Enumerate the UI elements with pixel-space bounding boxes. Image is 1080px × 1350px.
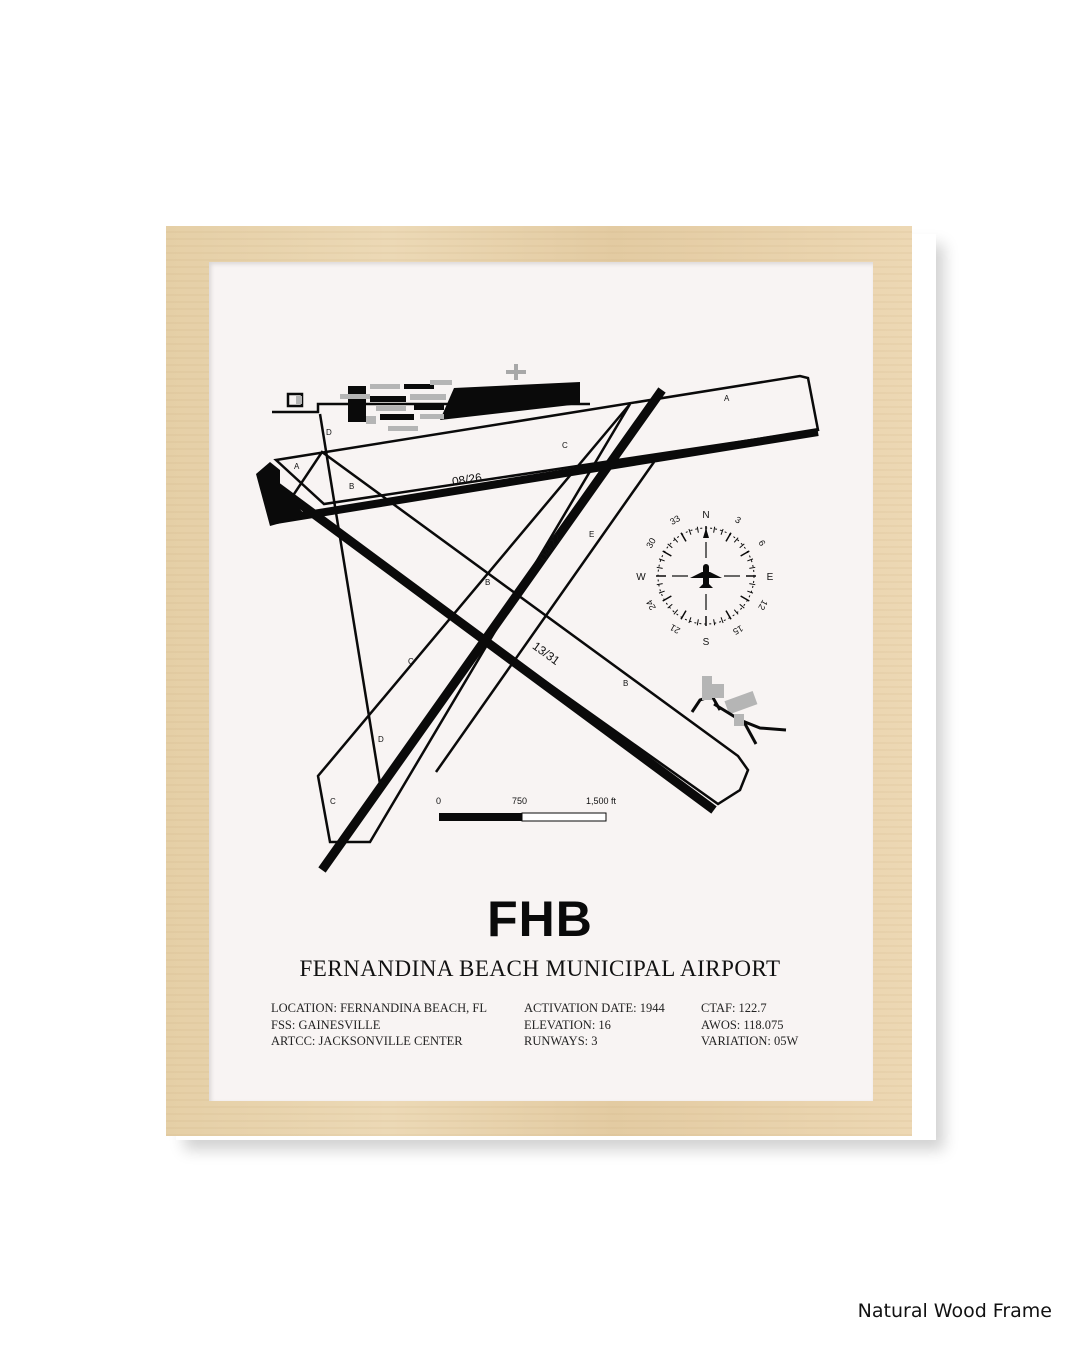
compass-rose <box>656 526 756 626</box>
airport-code: FHB <box>487 891 593 947</box>
taxiway-d <box>318 413 382 785</box>
north-arrow-icon <box>703 528 709 538</box>
info-fss: FSS: GAINESVILLE <box>271 1017 381 1032</box>
taxiway-label-d: D <box>326 428 332 437</box>
compass-tick <box>749 583 756 586</box>
west-apron-block <box>256 462 306 526</box>
taxiway-label-b: B <box>349 482 354 491</box>
plane-icon <box>506 364 526 380</box>
compass-tick <box>739 603 745 609</box>
compass-tick <box>662 550 672 557</box>
compass-21: 21 <box>668 622 682 636</box>
taxiway-label-c: C <box>408 657 414 666</box>
compass-tick <box>749 566 756 569</box>
compass-tick <box>662 595 672 602</box>
taxiway-label-a: A <box>294 462 300 471</box>
taxiway-a <box>273 374 820 506</box>
scale-label-1500: 1,500 ft <box>586 796 617 806</box>
info-column-1: LOCATION: FERNANDINA BEACH, FL FSS: GAIN… <box>271 1000 487 1050</box>
compass-tick <box>747 558 754 562</box>
compass-tick <box>656 566 663 569</box>
compass-tick <box>658 558 665 562</box>
compass-15: 15 <box>731 623 745 637</box>
info-column-3: CTAF: 122.7 AWOS: 118.075 VARIATION: 05W <box>701 1000 798 1050</box>
runway-13-31 <box>273 482 717 814</box>
runway-label-08-26: 08/26 <box>451 470 483 489</box>
runway-label-13-31: 13/31 <box>530 639 563 668</box>
compass-tick <box>733 537 739 543</box>
scale-label-0: 0 <box>436 796 441 806</box>
compass-tick <box>747 590 754 594</box>
info-awos: AWOS: 118.075 <box>701 1017 784 1032</box>
frame-caption: Natural Wood Frame <box>857 1300 1052 1322</box>
airplane-icon <box>690 564 722 588</box>
compass-n: N <box>702 510 709 521</box>
taxiway-label-b: B <box>623 679 628 688</box>
info-variation: VARIATION: 05W <box>701 1034 799 1048</box>
taxiway-e <box>434 461 656 773</box>
info-activation: ACTIVATION DATE: 1944 <box>524 1001 665 1015</box>
info-artcc: ARTCC: JACKSONVILLE CENTER <box>271 1034 463 1048</box>
compass-s: S <box>703 637 710 648</box>
compass-tick <box>673 537 679 543</box>
scale-bar: 0 750 1,500 ft <box>436 796 617 822</box>
runway-08-26 <box>275 428 819 524</box>
compass-tick <box>673 609 679 615</box>
taxiway-label-c: C <box>330 797 336 806</box>
compass-6: 6 <box>756 538 767 547</box>
compass-tick <box>713 526 716 533</box>
southeast-apron <box>690 676 787 745</box>
scale-label-750: 750 <box>512 796 527 806</box>
compass-tick <box>713 619 716 626</box>
compass-30: 30 <box>644 536 658 550</box>
compass-3: 3 <box>733 514 742 525</box>
compass-tick <box>720 528 724 535</box>
compass-33: 33 <box>668 513 682 527</box>
compass-tick <box>680 610 687 620</box>
compass-tick <box>725 532 732 542</box>
taxiway-label-c: C <box>562 441 568 450</box>
compass-tick <box>688 617 692 624</box>
compass-tick <box>740 550 750 557</box>
compass-e: E <box>767 572 774 583</box>
compass-tick <box>658 590 665 594</box>
compass-tick <box>667 543 673 549</box>
compass-tick <box>688 528 692 535</box>
taxiway-c <box>316 403 632 844</box>
compass-tick <box>680 532 687 542</box>
info-column-2: ACTIVATION DATE: 1944 ELEVATION: 16 RUNW… <box>524 1000 665 1050</box>
compass-tick <box>696 619 699 626</box>
info-location: LOCATION: FERNANDINA BEACH, FL <box>271 1001 487 1015</box>
taxiway-label-a: A <box>724 394 730 403</box>
compass-tick <box>733 609 739 615</box>
compass-tick <box>740 595 750 602</box>
compass-24: 24 <box>644 598 658 612</box>
compass-tick <box>696 526 699 533</box>
hangar-rows <box>340 380 452 431</box>
compass-tick <box>725 610 732 620</box>
info-ctaf: CTAF: 122.7 <box>701 1001 767 1015</box>
info-runways: RUNWAYS: 3 <box>524 1034 598 1048</box>
compass-tick <box>739 543 745 549</box>
taxiway-label-b: B <box>485 578 490 587</box>
airport-name: FERNANDINA BEACH MUNICIPAL AIRPORT <box>299 956 781 981</box>
compass-w: W <box>636 572 646 583</box>
taxiway-label-d: D <box>378 735 384 744</box>
compass-tick <box>667 603 673 609</box>
info-elevation: ELEVATION: 16 <box>524 1017 611 1032</box>
compass-12: 12 <box>756 598 770 612</box>
hangar-block <box>440 382 580 420</box>
taxiway-label-e: E <box>589 530 594 539</box>
compass-tick <box>656 583 663 586</box>
compass-tick <box>720 617 724 624</box>
